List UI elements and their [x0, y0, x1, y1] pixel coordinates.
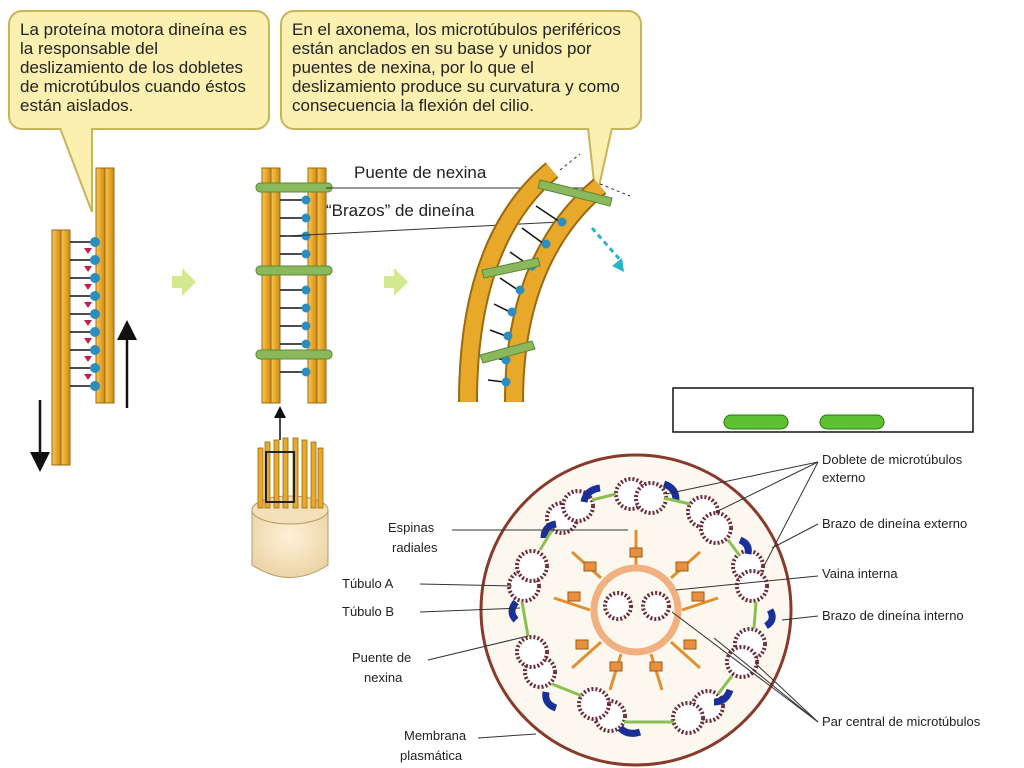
flow-arrow-2 — [384, 268, 408, 296]
doublet-left — [51, 229, 71, 466]
micrograph-fragment — [672, 387, 974, 433]
label-nexin-2: nexina — [364, 670, 403, 685]
isolated-doublets — [30, 167, 137, 472]
callout-dynein-sliding-text: La proteína motora dineína es la respons… — [20, 20, 247, 115]
label-outer-doublet-2: externo — [822, 470, 865, 485]
label-membrane-2: plasmática — [400, 748, 463, 763]
label-inner-dynein-arm: Brazo de dineína interno — [822, 608, 964, 623]
label-outer-doublet-1: Doblete de microtúbulos — [822, 452, 963, 467]
label-dynein-arms: “Brazos” de dineína — [326, 201, 475, 220]
cross-section-labels: Doblete de microtúbulos externo Brazo de… — [342, 452, 981, 763]
nexin-links — [520, 492, 758, 724]
linked-doublets — [255, 167, 333, 404]
flow-arrow-1 — [172, 268, 196, 296]
label-central-pair: Par central de microtúbulos — [822, 714, 981, 729]
dynein-links — [70, 241, 92, 387]
label-radial-spokes-2: radiales — [392, 540, 438, 555]
label-nexin-1: Puente de — [352, 650, 411, 665]
label-radial-spokes-1: Espinas — [388, 520, 435, 535]
label-tubule-a: Túbulo A — [342, 576, 394, 591]
callout-axoneme-bending: En el axonema, los microtúbulos periféri… — [280, 10, 642, 130]
bend-direction-arrow — [590, 227, 624, 263]
inner-sheath — [590, 564, 682, 656]
central-pair — [603, 591, 671, 621]
label-inner-sheath: Vaina interna — [822, 566, 898, 581]
basal-body — [251, 406, 329, 578]
cross-section-leaders — [419, 461, 819, 739]
callout-dynein-sliding: La proteína motora dineína es la respons… — [8, 10, 270, 130]
outer-doublets — [507, 477, 769, 735]
label-membrane-1: Membrana — [404, 728, 467, 743]
bent-cilium — [458, 153, 631, 403]
callout-axoneme-bending-text: En el axonema, los microtúbulos periféri… — [292, 20, 621, 115]
dynein-heads — [90, 237, 100, 391]
dynein-arms-cross — [508, 480, 776, 737]
axoneme-cross-section — [479, 453, 793, 767]
doublet-right — [95, 167, 115, 404]
label-nexin-bridge: Puente de nexina — [354, 163, 487, 182]
label-outer-dynein-arm: Brazo de dineína externo — [822, 516, 967, 531]
label-tubule-b: Túbulo B — [342, 604, 394, 619]
power-stroke-arrows — [84, 248, 92, 380]
